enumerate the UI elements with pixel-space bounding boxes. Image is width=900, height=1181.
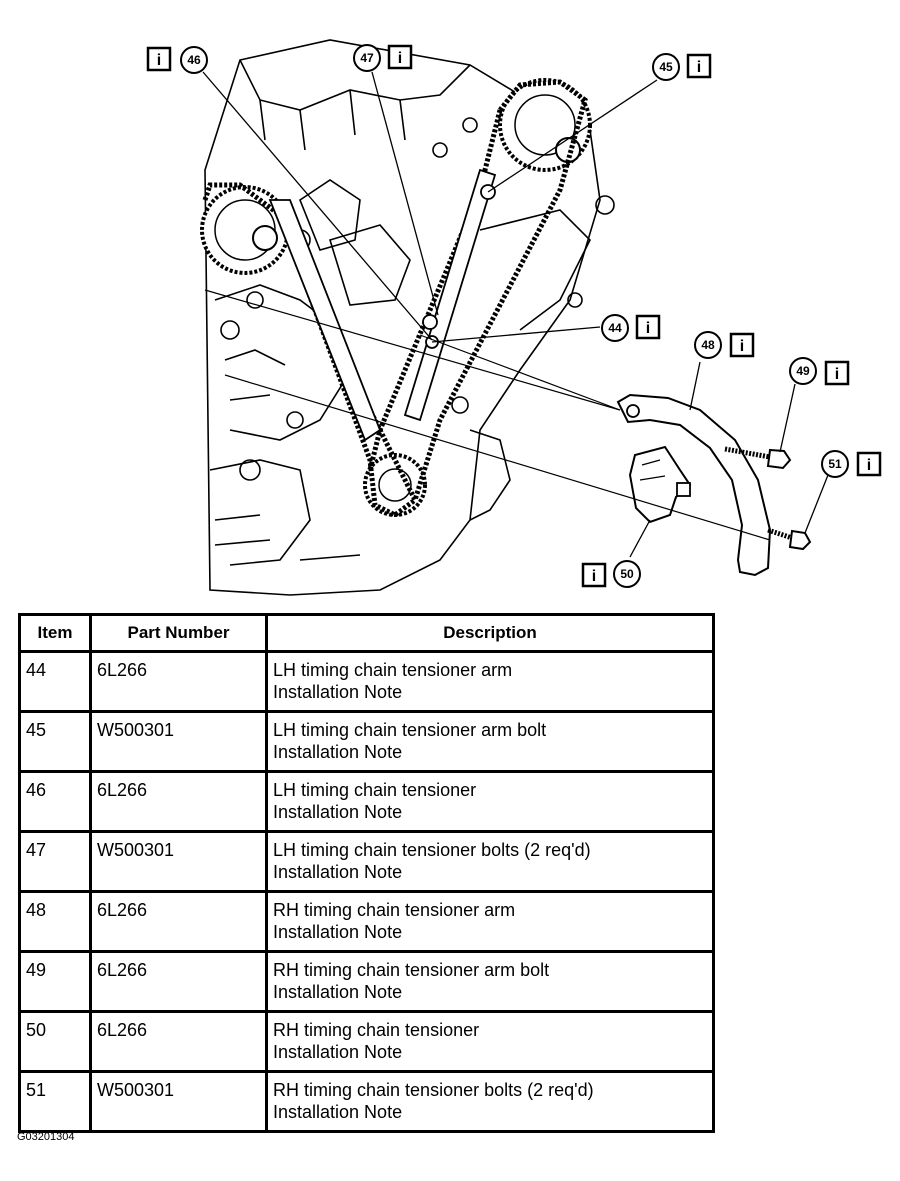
description-text: RH timing chain tensioner <box>273 1020 480 1040</box>
table-row: 48 6L266 RH timing chain tensioner arm I… <box>18 890 715 953</box>
part-number-cell: 6L266 <box>89 890 268 953</box>
callout-49: 49 i <box>789 357 850 386</box>
callout-number: 44 <box>608 321 622 335</box>
header-description: Description <box>265 613 715 653</box>
item-cell: 47 <box>18 830 92 893</box>
description-cell: LH timing chain tensioner Installation N… <box>265 770 715 833</box>
installation-note-link[interactable]: Installation Note <box>273 742 403 762</box>
info-box-icon: i <box>581 562 607 588</box>
table-row: 46 6L266 LH timing chain tensioner Insta… <box>18 770 715 833</box>
description-text: RH timing chain tensioner arm <box>273 900 516 920</box>
installation-note-link[interactable]: Installation Note <box>273 682 403 702</box>
installation-note-link[interactable]: Installation Note <box>273 982 403 1002</box>
leader-lines <box>202 71 829 558</box>
callout-number: 50 <box>620 567 634 581</box>
rh-timing-chain <box>367 79 588 501</box>
alignment-lines <box>204 289 771 541</box>
info-box-icon: i <box>686 53 712 79</box>
callout-47: 47 i <box>353 44 413 72</box>
lh-camshaft-sprocket <box>200 185 290 275</box>
table-row: 44 6L266 LH timing chain tensioner arm I… <box>18 650 715 713</box>
description-cell: RH timing chain tensioner arm bolt Insta… <box>265 950 715 1013</box>
part-number-cell: 6L266 <box>89 950 268 1013</box>
table-row: 45 W500301 LH timing chain tensioner arm… <box>18 710 715 773</box>
part-number-cell: 6L266 <box>89 650 268 713</box>
item-cell: 49 <box>18 950 92 1013</box>
description-text: LH timing chain tensioner arm bolt <box>273 720 547 740</box>
installation-note-link[interactable]: Installation Note <box>273 862 403 882</box>
item-cell: 48 <box>18 890 92 953</box>
item-cell: 46 <box>18 770 92 833</box>
rh-camshaft-sprocket <box>498 78 592 172</box>
svg-text:i: i <box>646 320 650 337</box>
parts-table: Item Part Number Description 44 6L266 LH… <box>18 613 715 1133</box>
callout-48: 48 i <box>694 331 755 359</box>
part-number-cell: W500301 <box>89 830 268 893</box>
info-box-icon: i <box>729 332 755 358</box>
svg-text:i: i <box>157 52 161 69</box>
description-cell: LH timing chain tensioner arm bolt Insta… <box>265 710 715 773</box>
part-number-cell: W500301 <box>89 1070 268 1133</box>
item-cell: 50 <box>18 1010 92 1073</box>
table-row: 51 W500301 RH timing chain tensioner bol… <box>18 1070 715 1133</box>
table-row: 50 6L266 RH timing chain tensioner Insta… <box>18 1010 715 1073</box>
callout-46: i 46 <box>146 46 208 74</box>
rh-tensioner-arm-exploded <box>616 393 772 577</box>
header-part-number: Part Number <box>89 613 268 653</box>
callout-number: 45 <box>659 60 673 74</box>
callout-number: 46 <box>187 53 201 67</box>
part-number-cell: 6L266 <box>89 1010 268 1073</box>
description-cell: LH timing chain tensioner arm Installati… <box>265 650 715 713</box>
part-number-cell: 6L266 <box>89 770 268 833</box>
description-cell: RH timing chain tensioner bolts (2 req'd… <box>265 1070 715 1133</box>
rh-tensioner-arm-bolt-exploded <box>724 446 792 470</box>
lh-tensioner-arm-installed <box>268 199 382 442</box>
description-cell: LH timing chain tensioner bolts (2 req'd… <box>265 830 715 893</box>
description-text: LH timing chain tensioner bolts (2 req'd… <box>273 840 591 860</box>
info-box-icon: i <box>824 360 850 386</box>
engine-timing-diagram: i 46 47 i 45 i 44 i 48 i <box>146 39 882 596</box>
info-box-icon: i <box>635 314 661 340</box>
description-text: LH timing chain tensioner <box>273 780 477 800</box>
callout-51: 51 i <box>821 450 882 478</box>
description-text: LH timing chain tensioner arm <box>273 660 513 680</box>
svg-text:i: i <box>835 366 839 383</box>
table-header-row: Item Part Number Description <box>18 613 715 653</box>
lh-timing-chain <box>202 182 419 518</box>
installation-note-link[interactable]: Installation Note <box>273 1102 403 1122</box>
info-box-icon: i <box>146 46 172 72</box>
rh-tensioner-bolt-exploded <box>767 527 812 551</box>
rh-tensioner-exploded <box>628 445 692 524</box>
callout-number: 49 <box>796 364 810 378</box>
figure-id: G03201304 <box>17 1131 75 1143</box>
svg-text:i: i <box>740 338 744 355</box>
part-number-cell: W500301 <box>89 710 268 773</box>
item-cell: 51 <box>18 1070 92 1133</box>
description-cell: RH timing chain tensioner arm Installati… <box>265 890 715 953</box>
installation-note-link[interactable]: Installation Note <box>273 802 403 822</box>
callout-50: i 50 <box>581 560 641 588</box>
header-item: Item <box>18 613 92 653</box>
installation-note-link[interactable]: Installation Note <box>273 1042 403 1062</box>
crankshaft-sprocket <box>363 453 427 517</box>
table-row: 47 W500301 LH timing chain tensioner bol… <box>18 830 715 893</box>
installation-note-link[interactable]: Installation Note <box>273 922 403 942</box>
item-cell: 44 <box>18 650 92 713</box>
svg-text:i: i <box>697 59 701 76</box>
info-box-icon: i <box>856 451 882 477</box>
svg-text:i: i <box>592 568 596 585</box>
svg-text:i: i <box>867 457 871 474</box>
description-text: RH timing chain tensioner arm bolt <box>273 960 550 980</box>
callout-44: 44 i <box>601 314 661 342</box>
info-box-icon: i <box>387 44 413 70</box>
description-text: RH timing chain tensioner bolts (2 req'd… <box>273 1080 594 1100</box>
callout-number: 48 <box>701 338 715 352</box>
description-cell: RH timing chain tensioner Installation N… <box>265 1010 715 1073</box>
callout-number: 47 <box>360 51 374 65</box>
svg-text:i: i <box>398 50 402 67</box>
callout-45: 45 i <box>652 53 712 81</box>
callout-number: 51 <box>828 457 842 471</box>
item-cell: 45 <box>18 710 92 773</box>
table-row: 49 6L266 RH timing chain tensioner arm b… <box>18 950 715 1013</box>
